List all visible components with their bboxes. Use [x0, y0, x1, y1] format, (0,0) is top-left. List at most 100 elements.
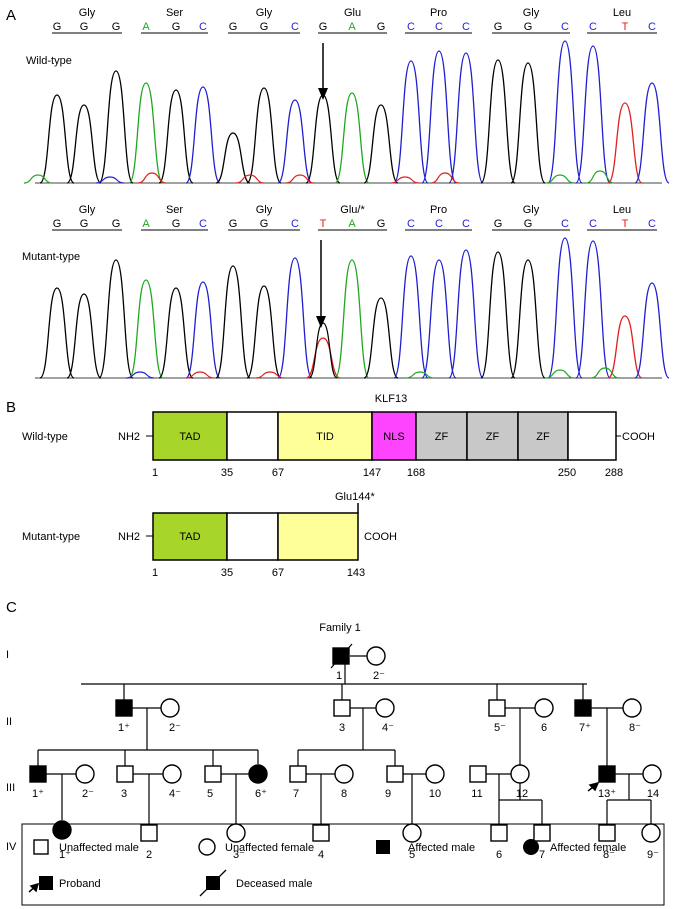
mut-base-13: C	[435, 218, 443, 230]
individual-II5	[488, 699, 506, 717]
label-I2: 2⁻	[373, 670, 385, 682]
wild-domain-label-5: ZF	[486, 431, 500, 443]
wild-base-0: G	[53, 21, 62, 33]
label-II7: 7⁺	[579, 722, 591, 734]
wild-domain-7	[567, 411, 617, 461]
wild-base-17: C	[561, 21, 569, 33]
mut-aa-3: Glu/*	[340, 204, 365, 216]
mut-base-1: G	[80, 218, 89, 230]
label-III14: 14	[647, 788, 659, 800]
individual-III14	[642, 764, 662, 784]
mut-aa-4: Pro	[430, 204, 447, 216]
mut-peak-7	[246, 285, 282, 379]
mutant-nterm-label: NH2	[118, 531, 140, 543]
wild-domain-5	[466, 411, 519, 461]
wild-base-7: G	[260, 21, 269, 33]
label-III2: 2⁻	[82, 788, 94, 800]
wild-base-18: C	[589, 21, 597, 33]
mutant-domain-label-0: TAD	[179, 531, 200, 543]
individual-III2	[75, 764, 95, 784]
wild-minor-peak-0	[23, 174, 53, 184]
wild-base-20: C	[648, 21, 656, 33]
wild-peak-15	[480, 59, 516, 184]
wild-aa-1: Ser	[166, 7, 183, 19]
wild-position-0: 1	[152, 467, 158, 479]
individual-III11	[469, 765, 487, 783]
individual-II7	[574, 699, 592, 717]
mut-minor-peak-2	[185, 371, 215, 379]
wild-minor-peak-5	[390, 176, 420, 184]
legend-deceased-male: Deceased male	[236, 878, 312, 890]
wild-base-11: G	[377, 21, 386, 33]
wild-peak-7	[246, 87, 282, 184]
mut-peak-2	[98, 259, 134, 379]
wild-domain-3	[371, 411, 417, 461]
label-III12: 12	[516, 788, 528, 800]
mutant-domain-2	[277, 512, 359, 561]
wild-domain-label-0: TAD	[179, 431, 200, 443]
mutation-arrow-mutant	[316, 240, 326, 328]
wild-peak-4	[158, 89, 194, 184]
individual-II1	[115, 699, 133, 717]
mut-minor-peak-1	[125, 371, 155, 379]
mut-base-2: G	[112, 218, 121, 230]
mut-aa-0: Gly	[79, 204, 96, 216]
individual-III5	[204, 765, 222, 783]
label-II4: 4⁻	[382, 722, 394, 734]
label-I1: 1	[336, 670, 342, 682]
wild-cterm-label: COOH	[622, 431, 655, 443]
label-III3: 3	[121, 788, 127, 800]
mut-minor-peak-3	[255, 371, 285, 379]
legend-proband: Proband	[59, 878, 101, 890]
mut-base-17: C	[561, 218, 569, 230]
mut-base-0: G	[53, 218, 62, 230]
wild-base-14: C	[462, 21, 470, 33]
mut-base-16: G	[524, 218, 533, 230]
mut-minor-peak-5	[545, 369, 575, 379]
wild-base-19: T	[622, 21, 629, 33]
wild-aa-5: Gly	[523, 7, 540, 19]
wild-base-3: A	[142, 21, 150, 33]
mut-aa-6: Leu	[613, 204, 631, 216]
wild-domain-6	[517, 411, 569, 461]
individual-III10	[425, 764, 445, 784]
mutant-position-0: 1	[152, 567, 158, 579]
legend-affected-male: Affected male	[408, 842, 475, 854]
generation-label-1: I	[6, 649, 9, 661]
wild-base-10: A	[348, 21, 356, 33]
mut-base-9: T	[320, 218, 327, 230]
wild-peak-9	[305, 94, 341, 184]
mut-aa-1: Ser	[166, 204, 183, 216]
wild-peak-0	[39, 94, 75, 184]
wild-peak-14	[448, 52, 484, 184]
panel-b-label: B	[6, 399, 16, 416]
wild-base-5: C	[199, 21, 207, 33]
wild-position-3: 147	[363, 467, 381, 479]
mutant-domain-0	[152, 512, 228, 561]
wild-position-1: 35	[221, 467, 233, 479]
individual-IV3	[226, 823, 246, 843]
mut-base-14: C	[462, 218, 470, 230]
proband-arrow-icon	[587, 781, 600, 792]
legend-deceased-slash-icon	[199, 869, 227, 897]
legend-proband-arrow-icon	[28, 882, 40, 893]
legend-affected-female: Affected female	[550, 842, 626, 854]
pedigree-title: Family 1	[319, 622, 361, 634]
label-III1: 1⁺	[32, 788, 44, 800]
mutant-position-3: 143	[347, 567, 365, 579]
mut-base-5: C	[199, 218, 207, 230]
mut-peak-11	[363, 297, 399, 379]
wild-peak-19	[607, 102, 643, 184]
mutant-type-seq-label: Mutant-type	[22, 251, 80, 263]
mut-base-10: A	[348, 218, 356, 230]
legend-unaffected-female: Unaffected female	[225, 842, 314, 854]
legend-unaffected-female-icon	[198, 838, 216, 856]
wild-peak-16	[510, 62, 546, 184]
label-III9: 9	[385, 788, 391, 800]
mut-base-18: C	[589, 218, 597, 230]
label-III11: 11	[471, 788, 482, 800]
wild-base-1: G	[80, 21, 89, 33]
mut-base-12: C	[407, 218, 415, 230]
